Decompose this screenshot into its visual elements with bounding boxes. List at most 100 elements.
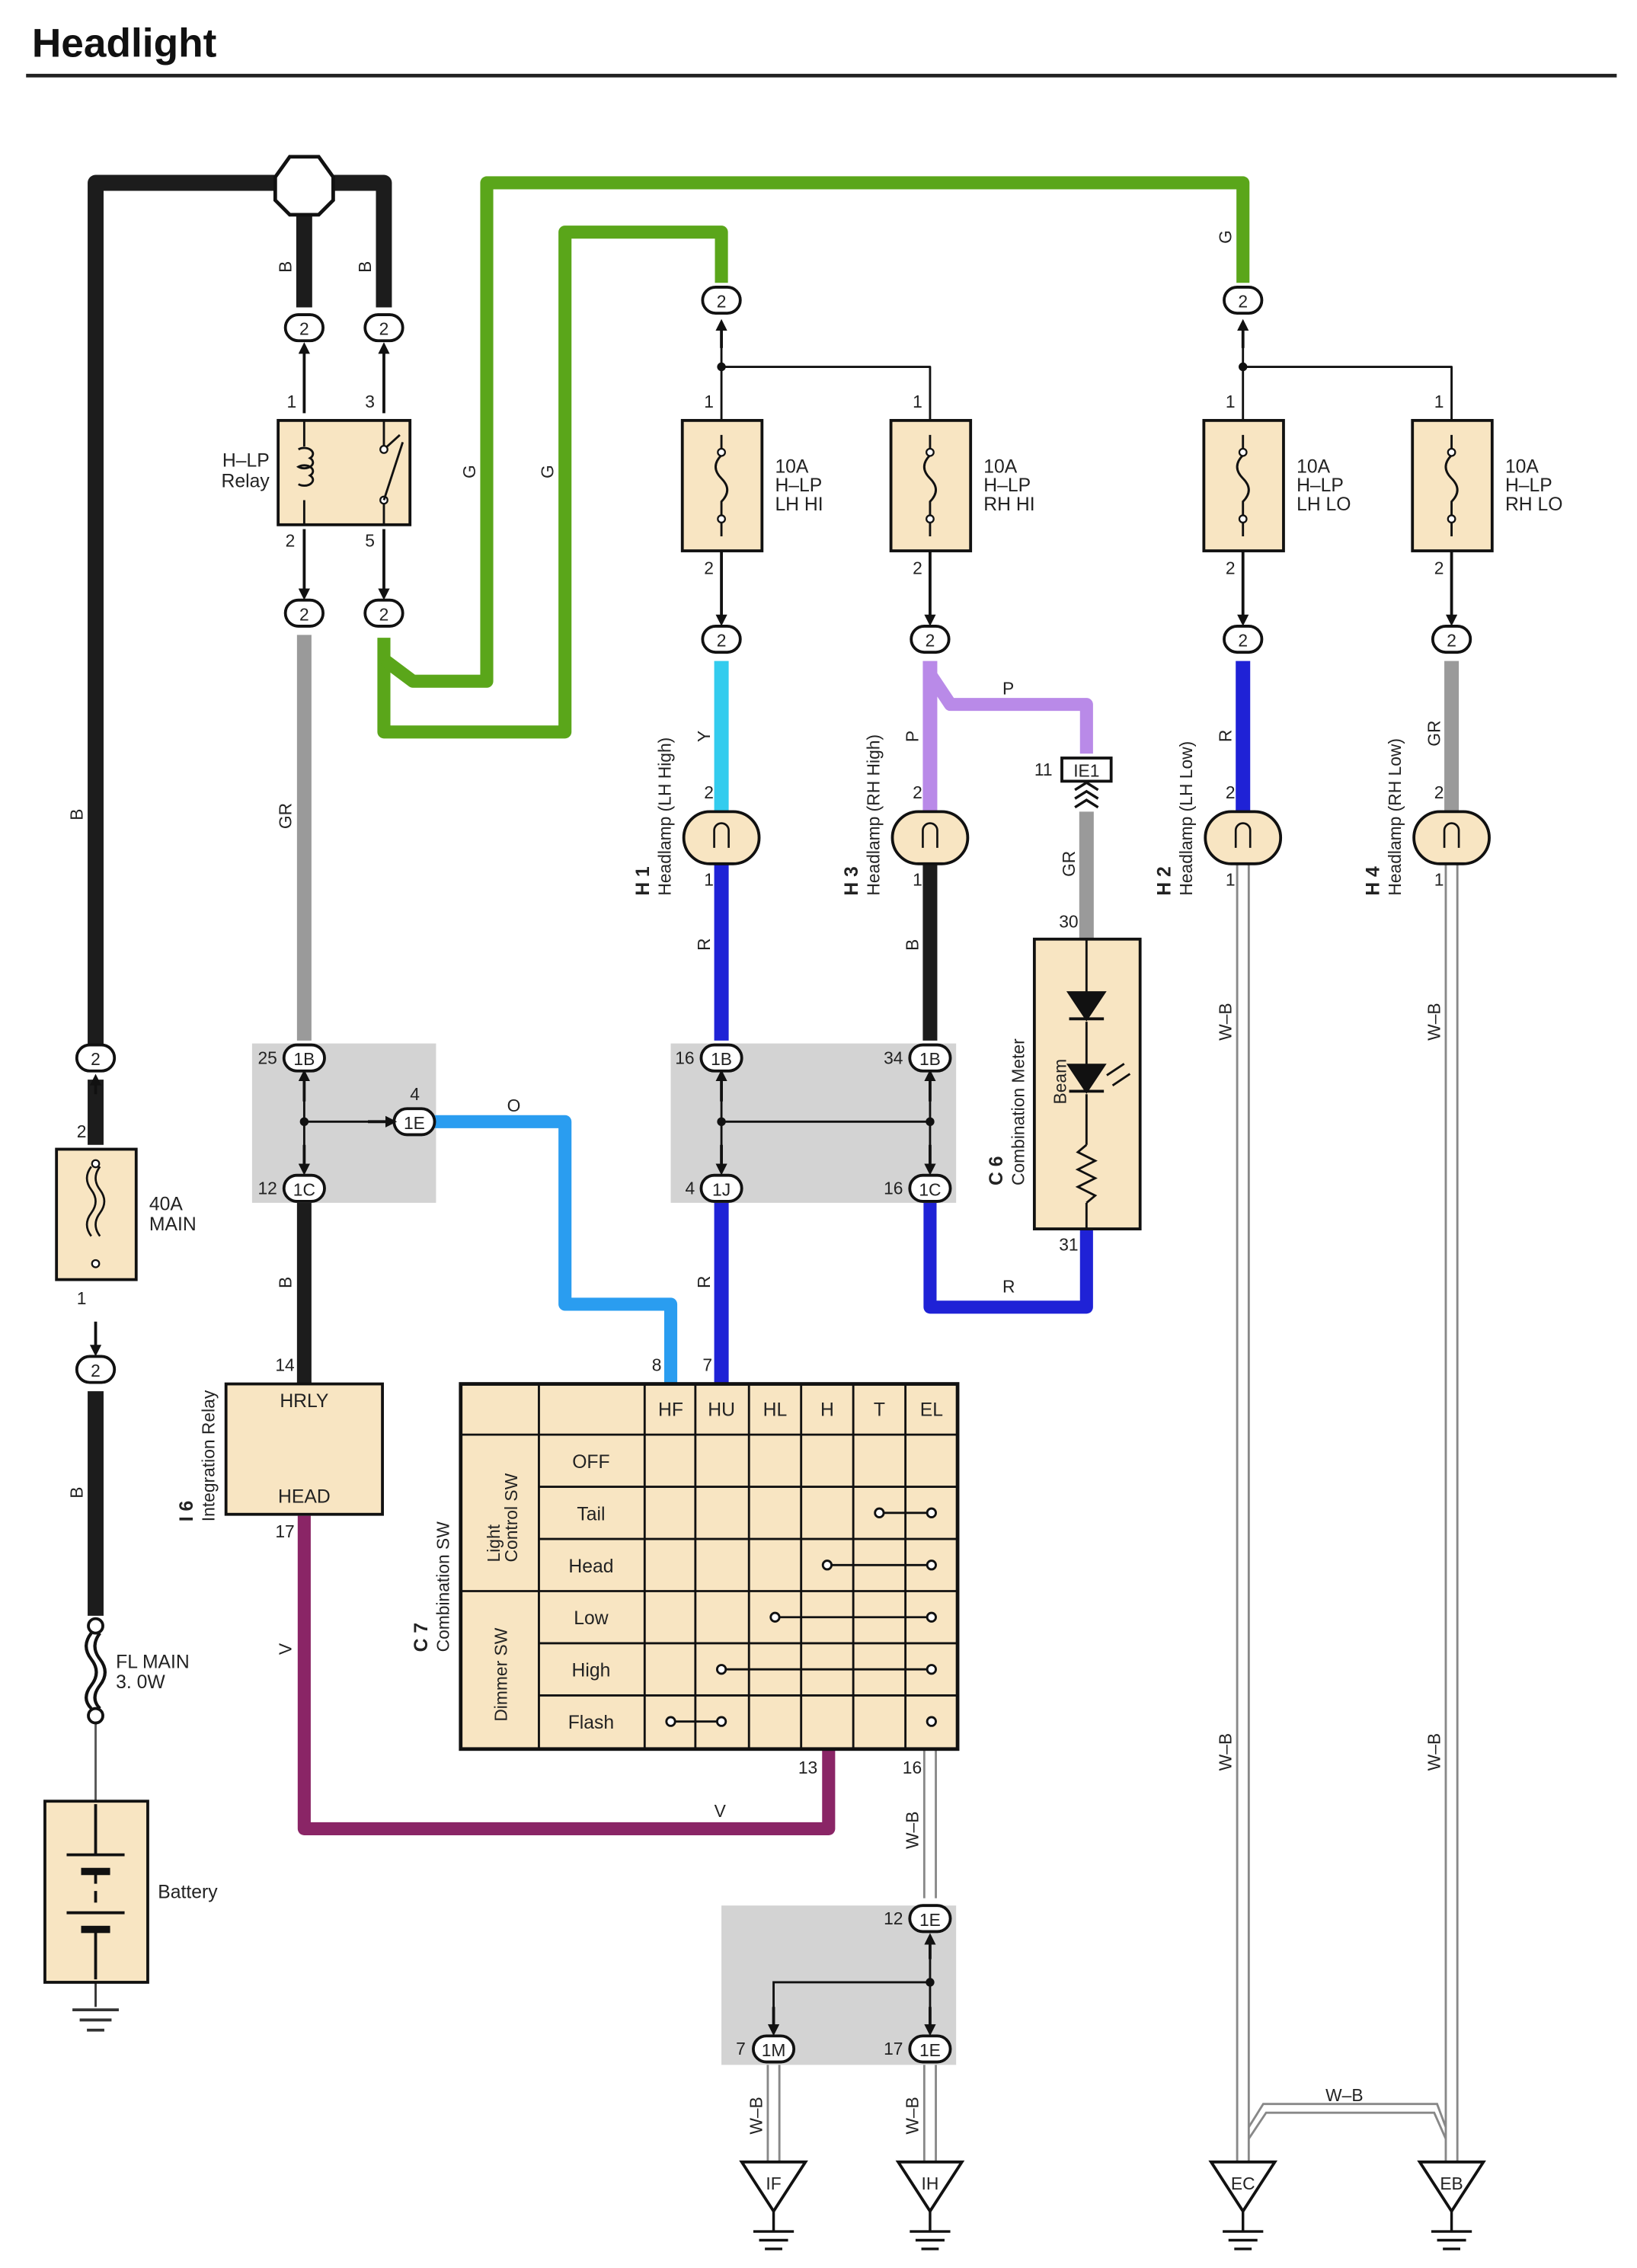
battery-label: Battery [158,1883,218,1903]
svg-text:P: P [903,731,922,742]
sw-column-h: H [820,1400,834,1420]
wire-v [297,1515,836,1835]
fl-main-name: FL MAIN [116,1652,190,1672]
sw-column-hl: HL [763,1400,788,1420]
svg-text:V: V [715,1801,727,1821]
fuse-rh-lo-rating: 10A [1505,456,1539,477]
svg-text:G: G [537,465,557,478]
headlamp-h3 [890,810,970,865]
svg-text:2: 2 [299,604,309,624]
wire-p-meter [924,670,1093,754]
sw-contact-dot [926,1559,937,1571]
svg-text:W–B: W–B [1216,1733,1236,1771]
sw-contact-dot [715,1664,727,1675]
lamp-filament-icon [1443,822,1460,848]
svg-text:R: R [694,1276,714,1288]
wire-g-lo-feed [379,176,1250,688]
svg-text:V: V [275,1643,295,1655]
splice-hexagon [273,155,335,217]
svg-text:16: 16 [903,1758,922,1777]
h4-code: H 4 [1363,866,1383,896]
pin-numbers: 1 3 2 5 1 1 1 1 2 2 2 2 2 1 2 1 2 1 2 1 … [77,392,1444,2058]
fl-main-rating: 3. 0W [116,1672,165,1693]
ground-icon [753,2211,795,2250]
fuse-lh-hi-name: H–LP [775,475,822,496]
fuse-rh-hi [889,418,973,552]
sw-row-flash: Flash [568,1713,614,1733]
svg-text:1B: 1B [711,1049,732,1069]
ground-ec-label: EC [1231,2174,1255,2193]
fuse-lh-lo-name: H–LP [1296,475,1344,496]
integration-relay-name: Integration Relay [198,1390,218,1521]
h4-name: Headlamp (RH Low) [1385,738,1405,896]
svg-text:2: 2 [91,1361,101,1380]
fuse-lh-lo-side: LH LO [1296,494,1351,515]
svg-text:2: 2 [1447,631,1456,651]
lamp-filament-icon [1234,822,1252,848]
wire-o-hf [434,1115,678,1387]
svg-text:2: 2 [704,558,714,577]
connector-ovals: 2 2 2 2 2 2 2 2 [75,286,1472,2064]
svg-text:B: B [275,1277,295,1288]
sw-column-hf: HF [658,1400,683,1420]
svg-text:7: 7 [702,1355,712,1374]
dimmer-sw-label: Dimmer SW [491,1627,511,1721]
svg-text:12: 12 [258,1178,277,1198]
svg-text:1: 1 [287,392,297,411]
wire-b-main-top [88,174,392,1051]
headlamp-h1 [682,810,761,865]
sw-contact-dot [769,1611,781,1623]
sw-row-high: High [572,1661,611,1681]
fuse-rh-hi-name: H–LP [983,475,1031,496]
svg-text:1C: 1C [293,1179,315,1199]
diode-icon [1066,991,1107,1022]
fuse-main-40a [55,1147,138,1281]
sw-column-t: T [874,1400,885,1420]
svg-text:GR: GR [1059,851,1079,877]
svg-text:1B: 1B [293,1049,315,1069]
svg-text:17: 17 [884,2039,903,2058]
sw-row-low: Low [574,1608,608,1629]
svg-text:2: 2 [286,530,296,550]
ground-IF [739,2160,808,2250]
sw-contact-dot [926,1611,937,1623]
svg-text:1: 1 [1434,869,1444,889]
svg-text:12: 12 [884,1908,903,1928]
svg-text:34: 34 [884,1048,903,1067]
combination-sw-name: Combination SW [433,1521,453,1652]
svg-text:R: R [1002,1277,1015,1297]
svg-text:1M: 1M [762,2040,786,2060]
svg-text:R: R [694,938,714,950]
svg-text:30: 30 [1059,911,1078,931]
svg-text:2: 2 [1238,631,1248,651]
light-control-sw-label-2: Control SW [501,1473,521,1562]
fuse-rh-lo-side: RH LO [1505,494,1563,515]
sw-row-tail: Tail [577,1504,605,1524]
svg-text:W–B: W–B [1424,1003,1444,1040]
fuse-rh-hi-rating: 10A [983,456,1017,477]
ground-icon [1431,2211,1472,2250]
ground-icon [1223,2211,1264,2250]
battery [43,1799,149,1984]
svg-text:B: B [903,939,922,951]
svg-text:1: 1 [1434,392,1444,411]
svg-text:W–B: W–B [1216,1003,1236,1040]
svg-text:P: P [1002,678,1014,698]
svg-text:16: 16 [884,1178,903,1198]
svg-text:2: 2 [704,782,714,802]
wire-g-lh-hi-feed [377,226,728,739]
sw-contact-dot [926,1716,937,1727]
svg-text:1C: 1C [919,1179,941,1199]
svg-text:1: 1 [1226,392,1236,411]
svg-text:16: 16 [675,1048,694,1067]
svg-text:1: 1 [704,392,714,411]
fuse-lh-lo-rating: 10A [1296,456,1330,477]
svg-text:Y: Y [694,731,714,742]
svg-text:8: 8 [652,1355,662,1374]
fuse-icon [1444,434,1459,537]
meter-beam-label: Beam [1050,1059,1070,1105]
hlp-relay [277,418,412,526]
lamp-filament-icon [922,822,938,848]
svg-text:B: B [66,809,86,821]
